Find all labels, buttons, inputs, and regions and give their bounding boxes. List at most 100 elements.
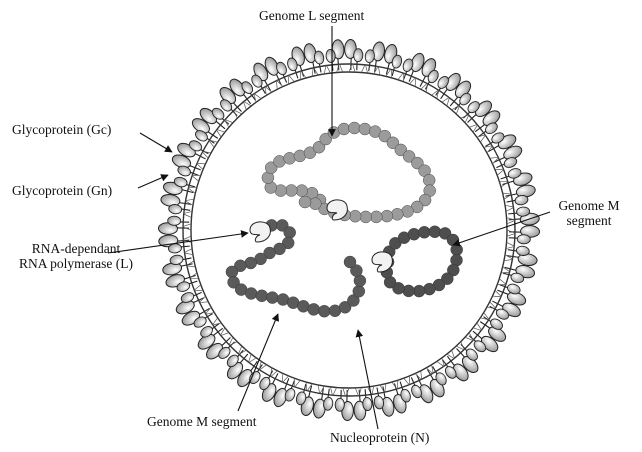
- genome-m-segment-bottom-label: Genome M segment: [147, 414, 256, 429]
- glycoprotein-spike: [508, 206, 540, 227]
- m-segment-left-bead: [318, 305, 330, 317]
- membrane-tick: [183, 236, 191, 239]
- m-segment-left-bead: [344, 256, 356, 268]
- m-segment-left-bead: [245, 288, 257, 300]
- m-segment-left-bead: [308, 303, 320, 315]
- membrane-tick: [213, 318, 218, 325]
- l-segment-bead: [296, 185, 308, 197]
- membrane-tick: [484, 146, 492, 148]
- glycoprotein-spike: [171, 287, 206, 316]
- genome-l-segment-label: Genome L segment: [259, 8, 364, 23]
- membrane-tick: [507, 234, 515, 237]
- membrane-tick: [312, 68, 313, 76]
- l-segment-bead: [359, 123, 371, 135]
- membrane-tick: [295, 380, 300, 387]
- genome-m-right-line1: Genome M: [552, 198, 626, 213]
- membrane-tick: [183, 224, 191, 227]
- spike-head-small: [335, 398, 345, 411]
- glycoprotein-spike: [352, 389, 373, 421]
- genome-m-segment-right-label: Genome M segment: [552, 198, 626, 228]
- glycoprotein-gc-label: Glycoprotein (Gc): [12, 122, 111, 137]
- glycoprotein-spike: [344, 39, 363, 70]
- m-segment-left-bead: [353, 285, 365, 297]
- glycoprotein-spike: [168, 153, 203, 181]
- l-segment-bead: [349, 210, 361, 222]
- glycoprotein-spike: [158, 216, 189, 235]
- membrane-tick: [324, 66, 326, 74]
- genome-m-right-line2: segment: [552, 213, 626, 228]
- membrane-tick: [361, 65, 365, 73]
- membrane-tick: [254, 94, 261, 99]
- membrane-tick: [506, 247, 514, 249]
- membrane-tick: [391, 69, 392, 77]
- membrane-tick: [415, 78, 416, 86]
- glycoprotein-spike: [406, 372, 435, 407]
- spike-head-small: [323, 397, 334, 411]
- membrane-outer: [183, 64, 515, 396]
- membrane-tick: [503, 193, 511, 194]
- m-segment-right-bead: [413, 285, 425, 297]
- spike-head-small: [168, 216, 181, 226]
- membrane-tick: [330, 387, 332, 395]
- m-segment-right-bead: [423, 283, 435, 295]
- membrane-tick: [185, 253, 193, 255]
- membrane-tick: [289, 75, 295, 81]
- l-segment-bead: [381, 210, 393, 222]
- membrane-tick: [353, 64, 356, 72]
- rna-polymerase: [250, 222, 270, 242]
- glycoprotein-spike: [335, 390, 354, 421]
- membrane-tick: [432, 365, 434, 373]
- m-segment-right-bead: [451, 244, 463, 256]
- lipid-membrane: [183, 64, 515, 396]
- membrane-tick: [392, 382, 397, 389]
- membrane-tick: [499, 279, 506, 284]
- membrane-tick: [187, 266, 195, 267]
- membrane-tick: [398, 73, 403, 80]
- membrane-inner: [191, 72, 507, 388]
- membrane-tick: [490, 157, 498, 158]
- glycoprotein-spike: [509, 225, 540, 244]
- membrane-tick: [507, 220, 515, 223]
- spike-head-small: [353, 49, 363, 62]
- membrane-tick: [339, 64, 342, 72]
- nucleoprotein-label: Nucleoprotein (N): [330, 430, 429, 445]
- l-segment-bead: [423, 174, 435, 186]
- membrane-tick: [265, 87, 267, 95]
- membrane-tick: [206, 313, 214, 315]
- m-segment-left-bead: [245, 257, 257, 269]
- membrane-tick: [188, 187, 196, 188]
- membrane-tick: [184, 214, 192, 218]
- membrane-tick: [327, 66, 331, 74]
- spike-head-small: [168, 204, 182, 215]
- l-segment-bead: [299, 196, 311, 208]
- m-segment-right-bead: [429, 226, 441, 238]
- l-segment-bead: [309, 198, 321, 210]
- l-segment-bead: [284, 152, 296, 164]
- glycoprotein-spike: [272, 376, 300, 411]
- membrane-tick: [505, 205, 513, 207]
- l-segment-bead: [338, 123, 350, 135]
- membrane-tick: [197, 163, 205, 164]
- membrane-tick: [366, 65, 368, 73]
- m-segment-left-bead: [226, 266, 238, 278]
- membrane-tick: [318, 385, 319, 393]
- membrane-tick: [504, 259, 512, 260]
- genome-m-segment-left: [226, 219, 366, 317]
- glycoprotein-spikes: [158, 39, 539, 420]
- membrane-tick: [385, 384, 386, 392]
- spike-head-small: [364, 49, 375, 63]
- l-segment-path: [268, 128, 430, 217]
- membrane-tick: [192, 176, 199, 181]
- m-segment-right-bead: [418, 226, 430, 238]
- glycoprotein-spike: [398, 49, 426, 84]
- rna-polymerase-label: RNA-dependant RNA polymerase (L): [14, 241, 138, 271]
- membrane-tick: [378, 67, 379, 75]
- m-segment-left-bead: [256, 290, 268, 302]
- membrane-tick: [343, 388, 346, 396]
- membrane-tick: [282, 373, 283, 381]
- l-segment-bead: [370, 211, 382, 223]
- membrane-tick: [276, 81, 277, 89]
- m-segment-left-bead: [284, 227, 296, 239]
